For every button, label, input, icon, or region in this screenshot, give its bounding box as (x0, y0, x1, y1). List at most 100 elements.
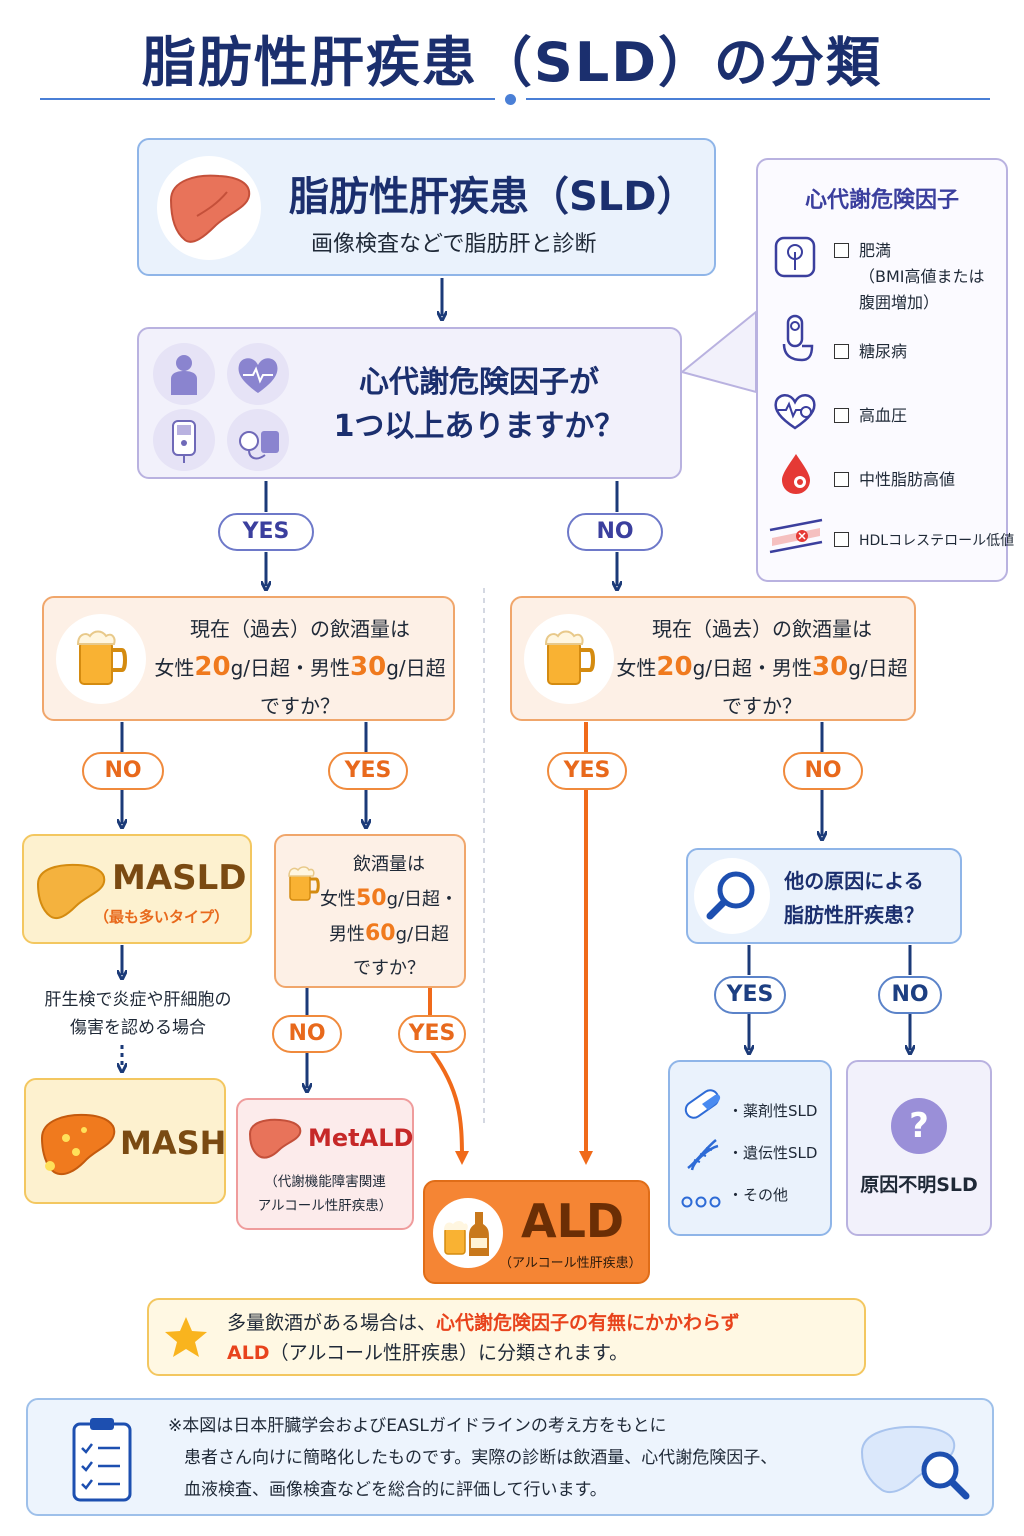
liver-icon (157, 156, 261, 260)
other-item-drug: ・薬剤性SLD (728, 1102, 818, 1120)
unit-label: g/日超・ (386, 889, 459, 910)
masld-box: MASLD （最も多いタイプ） (22, 834, 252, 944)
female-threshold: 20 (656, 652, 693, 682)
risk-item-obesity: 肥満 (859, 241, 892, 260)
male-threshold: 30 (350, 652, 387, 682)
sld-box: 脂肪性肝疾患（SLD） 画像検査などで脂肪肝と診断 (137, 138, 716, 276)
pill-no-risk: NO (567, 513, 663, 551)
unit-label: g/日超 (386, 656, 446, 680)
hypertension-checkbox[interactable] (834, 408, 849, 423)
heavy-line4: ですか？ (353, 958, 425, 979)
blood-pressure-icon (227, 409, 289, 471)
female-label: 女性 (616, 656, 657, 680)
risk-panel-title: 心代謝危険因子 (804, 188, 959, 213)
unknown-sld-box: ? 原因不明SLD (846, 1060, 992, 1236)
risk-factor-panel: 心代謝危険因子 肥満 （BMI高値または 腹囲増加） 糖尿病 高血圧 中性脂肪高… (756, 158, 1014, 582)
diabetes-checkbox[interactable] (834, 344, 849, 359)
other-causes-list: ・薬剤性SLD ・遺伝性SLD ・その他 (668, 1060, 832, 1236)
beer-icon (282, 862, 326, 906)
metald-box: MetALD （代謝機能障害関連 アルコール性肝疾患） (236, 1098, 414, 1230)
beer-icon (56, 614, 146, 704)
pill-yes-alcohol-right: YES (547, 752, 627, 790)
male-threshold: 60 (364, 921, 396, 946)
mash-title: MASH (120, 1124, 227, 1162)
magnifier-icon (694, 858, 770, 934)
unit-label: g/日超・ (692, 656, 772, 680)
question-line2: 1つ以上ありますか？ (333, 409, 625, 444)
note-part1: 多量飲酒がある場合は、 (227, 1312, 437, 1334)
pill-yes-other: YES (714, 976, 786, 1014)
liver-search-icon (852, 1412, 982, 1508)
question-mark-icon: ? (891, 1098, 947, 1154)
masld-subtitle: （最も多いタイプ） (94, 908, 230, 926)
person-icon (153, 343, 215, 405)
beer-bottle-icon (433, 1198, 503, 1268)
metald-title: MetALD (308, 1124, 414, 1152)
star-icon (163, 1314, 209, 1360)
unit-label: g/日超 (395, 924, 450, 945)
alcohol-left-line3: ですか？ (260, 694, 340, 718)
liver-icon (34, 856, 110, 926)
unit-label: g/日超 (848, 656, 908, 680)
pill-no-alcohol-right: NO (783, 752, 863, 790)
male-label: 男性 (328, 924, 365, 945)
note-box: 多量飲酒がある場合は、心代謝危険因子の有無にかかわらず ALD（アルコール性肝疾… (147, 1298, 866, 1376)
mash-box: MASH (24, 1078, 226, 1204)
footer-box: ※本図は日本肝臓学会およびEASLガイドラインの考え方をもとに 患者さん向けに簡… (26, 1398, 994, 1516)
biopsy-line2: 傷害を認める場合 (70, 1018, 206, 1038)
heart-icon (227, 343, 289, 405)
biopsy-line1: 肝生検で炎症や肝細胞の (44, 990, 232, 1010)
male-label: 男性 (310, 656, 350, 680)
dna-icon (682, 1134, 722, 1174)
female-threshold: 20 (194, 652, 231, 682)
beer-icon (524, 614, 614, 704)
pill-yes-alcohol-left: YES (328, 752, 408, 790)
page-title: 脂肪性肝疾患（SLD）の分類 (141, 31, 883, 94)
pill-no-heavy: NO (272, 1015, 342, 1053)
scale-icon (772, 234, 818, 280)
alcohol-question-heavy: 飲酒量は 女性50g/日超・ 男性60g/日超 ですか？ (274, 834, 466, 988)
female-label: 女性 (319, 889, 356, 910)
male-label: 男性 (772, 656, 812, 680)
blood-drop-icon (776, 450, 816, 496)
sld-title: 脂肪性肝疾患（SLD） (289, 174, 697, 220)
alcohol-question-left: 現在（過去）の飲酒量は 女性20g/日超・男性30g/日超 ですか？ (42, 596, 455, 721)
obesity-checkbox[interactable] (834, 243, 849, 258)
other-cause-box: 他の原因による 脂肪性肝疾患？ (686, 848, 962, 944)
clipboard-icon (66, 1414, 138, 1504)
alcohol-right-line3: ですか？ (722, 694, 802, 718)
question-line1: 心代謝危険因子が (359, 365, 599, 400)
pill-yes-heavy: YES (398, 1015, 466, 1053)
footer-line2: 患者さん向けに簡略化したものです。実際の診断は飲酒量、心代謝危険因子、 (184, 1448, 778, 1468)
title-divider-right (526, 98, 990, 100)
risk-item-hdl: HDLコレステロール低値 (859, 533, 1015, 549)
unit-label: g/日超・ (230, 656, 310, 680)
inflamed-liver-icon (36, 1104, 120, 1184)
pill-yes-risk: YES (218, 513, 314, 551)
footer-line3: 血液検査、画像検査などを総合的に評価して行います。 (184, 1480, 607, 1500)
metald-sub2: アルコール性肝疾患） (257, 1198, 393, 1214)
heart-pressure-icon (770, 388, 820, 434)
ald-subtitle: （アルコール性肝疾患） (499, 1256, 642, 1271)
note-part3: ALD (227, 1342, 270, 1364)
other-cause-line1: 他の原因による (784, 869, 924, 893)
hdl-checkbox[interactable] (834, 532, 849, 547)
masld-title: MASLD (112, 858, 247, 898)
triglyceride-checkbox[interactable] (834, 472, 849, 487)
other-item-genetic: ・遺伝性SLD (728, 1144, 818, 1162)
risk-item-obesity-sub1: （BMI高値または (859, 267, 985, 286)
alcohol-question-right: 現在（過去）の飲酒量は 女性20g/日超・男性30g/日超 ですか？ (510, 596, 916, 721)
alcohol-left-line1: 現在（過去）の飲酒量は (190, 617, 410, 641)
metald-sub1: （代謝機能障害関連 (264, 1174, 386, 1190)
male-threshold: 30 (812, 652, 849, 682)
pill-no-other: NO (878, 976, 942, 1014)
title-divider-left (40, 98, 495, 100)
risk-question-box: 心代謝危険因子が 1つ以上ありますか？ (137, 327, 682, 479)
unknown-title: 原因不明SLD (860, 1174, 978, 1196)
risk-item-obesity-sub2: 腹囲増加） (859, 293, 940, 312)
footer-line1: ※本図は日本肝臓学会およびEASLガイドラインの考え方をもとに (168, 1416, 667, 1436)
vessel-icon (768, 516, 824, 560)
other-item-other: ・その他 (728, 1186, 789, 1204)
female-label: 女性 (154, 656, 195, 680)
title-divider-dot (505, 94, 516, 105)
